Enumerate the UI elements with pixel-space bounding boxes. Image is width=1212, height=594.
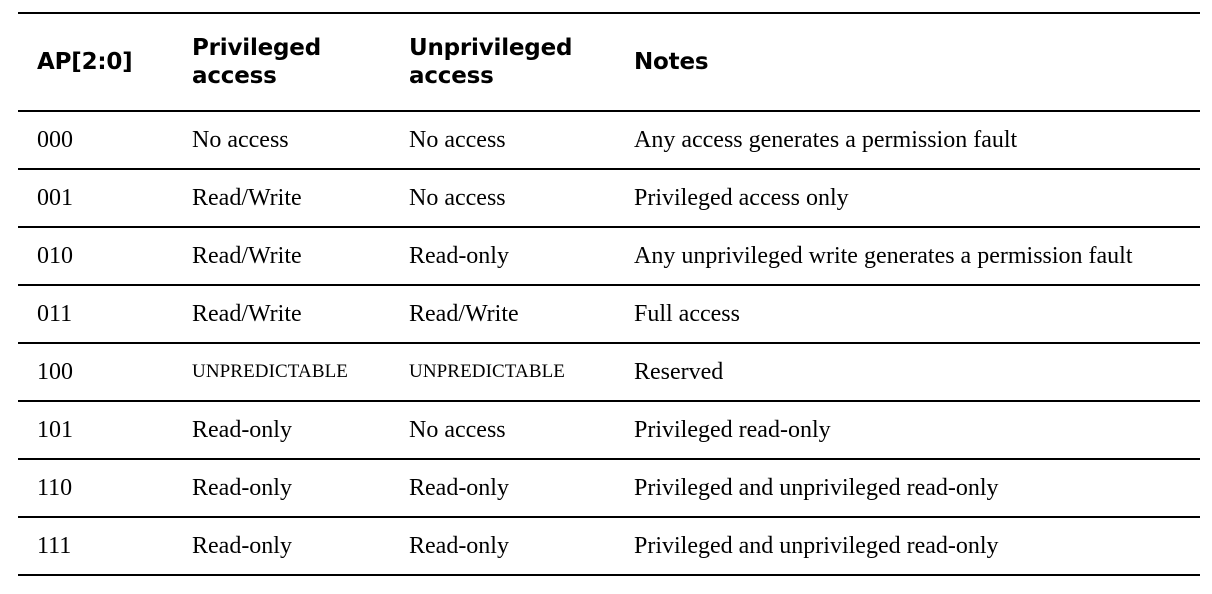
cell-privileged-access: Read/Write xyxy=(173,227,390,286)
cell-ap: 110 xyxy=(18,459,173,518)
access-permissions-table-container: AP[2:0] Privileged access Unprivileged a… xyxy=(18,12,1200,576)
cell-ap: 011 xyxy=(18,285,173,344)
table-header-row: AP[2:0] Privileged access Unprivileged a… xyxy=(18,12,1200,112)
cell-privileged-access: Read-only xyxy=(173,401,390,460)
cell-unprivileged-access: UNPREDICTABLE xyxy=(390,343,615,402)
column-header-privileged-line-1: Privileged xyxy=(192,34,321,61)
column-header-unprivileged-access: Unprivileged access xyxy=(390,12,615,112)
cell-unprivileged-access: Read/Write xyxy=(390,285,615,344)
cell-unprivileged-access: Read-only xyxy=(390,227,615,286)
cell-notes: Any unprivileged write generates a permi… xyxy=(615,227,1200,286)
column-header-notes: Notes xyxy=(615,12,1200,112)
column-header-ap-line-1: AP[2:0] xyxy=(37,48,133,75)
cell-unprivileged-access: Read-only xyxy=(390,517,615,576)
ap-access-permissions-table: AP[2:0] Privileged access Unprivileged a… xyxy=(18,12,1200,576)
cell-notes: Privileged and unprivileged read-only xyxy=(615,517,1200,576)
table-row: 011 Read/Write Read/Write Full access xyxy=(18,285,1200,344)
cell-privileged-access: Read-only xyxy=(173,459,390,518)
cell-ap: 010 xyxy=(18,227,173,286)
cell-privileged-access: UNPREDICTABLE xyxy=(173,343,390,402)
cell-notes: Privileged access only xyxy=(615,169,1200,228)
cell-notes: Any access generates a permission fault xyxy=(615,111,1200,170)
cell-notes: Full access xyxy=(615,285,1200,344)
column-header-privileged-access: Privileged access xyxy=(173,12,390,112)
cell-unprivileged-access: Read-only xyxy=(390,459,615,518)
column-header-unprivileged-line-2: access xyxy=(409,63,494,89)
cell-ap: 100 xyxy=(18,343,173,402)
table-row: 101 Read-only No access Privileged read-… xyxy=(18,401,1200,460)
table-row: 110 Read-only Read-only Privileged and u… xyxy=(18,459,1200,518)
cell-notes: Privileged read-only xyxy=(615,401,1200,460)
table-body: 000 No access No access Any access gener… xyxy=(18,111,1200,576)
cell-ap: 101 xyxy=(18,401,173,460)
table-row: 000 No access No access Any access gener… xyxy=(18,111,1200,170)
cell-privileged-access: Read/Write xyxy=(173,285,390,344)
table-header: AP[2:0] Privileged access Unprivileged a… xyxy=(18,12,1200,112)
column-header-ap: AP[2:0] xyxy=(18,12,173,112)
table-row: 010 Read/Write Read-only Any unprivilege… xyxy=(18,227,1200,286)
cell-unprivileged-access: No access xyxy=(390,401,615,460)
cell-notes: Reserved xyxy=(615,343,1200,402)
table-row: 100 UNPREDICTABLE UNPREDICTABLE Reserved xyxy=(18,343,1200,402)
column-header-notes-line-1: Notes xyxy=(634,48,709,75)
cell-notes: Privileged and unprivileged read-only xyxy=(615,459,1200,518)
cell-unprivileged-access: No access xyxy=(390,111,615,170)
cell-privileged-access: Read-only xyxy=(173,517,390,576)
table-row: 001 Read/Write No access Privileged acce… xyxy=(18,169,1200,228)
cell-privileged-access: No access xyxy=(173,111,390,170)
table-row: 111 Read-only Read-only Privileged and u… xyxy=(18,517,1200,576)
column-header-unprivileged-line-1: Unprivileged xyxy=(409,34,573,61)
cell-privileged-access: Read/Write xyxy=(173,169,390,228)
cell-ap: 111 xyxy=(18,517,173,576)
cell-unprivileged-access: No access xyxy=(390,169,615,228)
column-header-privileged-line-2: access xyxy=(192,63,277,89)
cell-ap: 000 xyxy=(18,111,173,170)
cell-ap: 001 xyxy=(18,169,173,228)
